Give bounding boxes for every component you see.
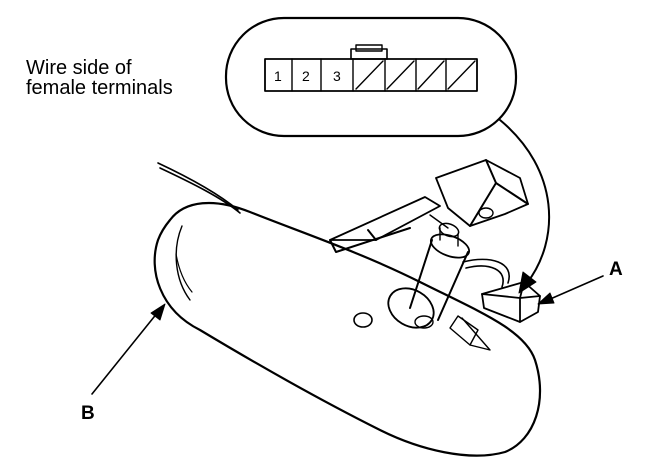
leader-arrow-b [91, 303, 166, 395]
terminal-number-1: 1 [274, 68, 282, 84]
terminal-number-3: 3 [333, 68, 341, 84]
connector-caption-line-2: female terminals [26, 77, 173, 99]
detail-arrow [499, 119, 551, 294]
mirror-housing-b [153, 201, 542, 457]
mirror-mount-bracket [329, 159, 529, 253]
unused-terminal-hatching [355, 60, 476, 90]
leader-arrow-a [537, 275, 604, 305]
wire-harness [462, 258, 510, 288]
connector-caption-line-1: Wire side of [26, 57, 132, 79]
connector-callout-bubble [224, 16, 518, 138]
callout-label-b: B [81, 403, 95, 424]
mirror-stem [409, 222, 471, 321]
connector-a [481, 281, 541, 323]
connector-face [264, 44, 478, 92]
callout-label-a: A [609, 259, 623, 280]
terminal-number-2: 2 [302, 68, 310, 84]
